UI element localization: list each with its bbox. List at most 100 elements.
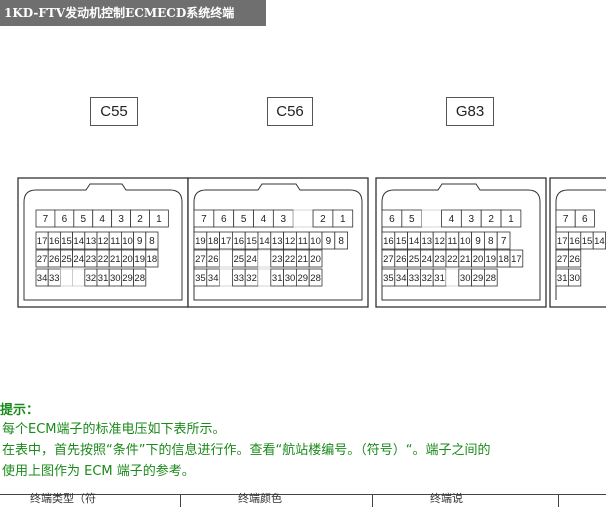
pin-number: 8 bbox=[149, 236, 155, 247]
pin-number: 15 bbox=[582, 236, 593, 247]
pin-cell bbox=[308, 249, 323, 268]
pin-number: 31 bbox=[557, 273, 568, 284]
pin-number: 18 bbox=[208, 236, 219, 247]
pin-gap bbox=[293, 209, 314, 228]
pin-cell bbox=[496, 231, 511, 250]
pin-number: 11 bbox=[447, 236, 457, 247]
pin-number: 31 bbox=[98, 273, 109, 284]
pin-number: 11 bbox=[110, 236, 120, 247]
pin-number: 29 bbox=[473, 273, 484, 284]
pin-number: 2 bbox=[137, 214, 143, 225]
pin-number: 7 bbox=[563, 214, 569, 225]
pin-number: 19 bbox=[486, 254, 497, 265]
pin-cell bbox=[568, 249, 582, 268]
pin-number: 5 bbox=[409, 214, 415, 225]
pin-number: 35 bbox=[195, 273, 206, 284]
pin-number: 6 bbox=[62, 214, 68, 225]
pin-number: 26 bbox=[396, 254, 407, 265]
pin-number: 6 bbox=[221, 214, 227, 225]
pin-number: 27 bbox=[383, 254, 394, 265]
pin-number: 20 bbox=[122, 254, 133, 265]
pin-gap bbox=[60, 268, 73, 287]
pin-number: 7 bbox=[201, 214, 207, 225]
terminal-table: 终端类型（符 终端颜色 终端说 bbox=[0, 492, 606, 507]
pin-number: 28 bbox=[310, 273, 321, 284]
pin-number: 30 bbox=[569, 273, 580, 284]
pin-number: 3 bbox=[280, 214, 286, 225]
pin-number: 21 bbox=[460, 254, 471, 265]
pin-number: 10 bbox=[310, 236, 321, 247]
pin-gap bbox=[257, 268, 272, 287]
pin-number: 12 bbox=[434, 236, 445, 247]
pin-number: 7 bbox=[43, 214, 49, 225]
connector-label-g83: G83 bbox=[446, 97, 494, 126]
pin-number: 27 bbox=[37, 254, 48, 265]
pin-number: 17 bbox=[511, 254, 522, 265]
pin-number: 24 bbox=[422, 254, 433, 265]
pin-gap bbox=[72, 268, 85, 287]
pin-number: 28 bbox=[134, 273, 145, 284]
table-header-terminal-desc: 终端说 bbox=[430, 492, 463, 505]
pin-number: 6 bbox=[389, 214, 395, 225]
pin-number: 34 bbox=[37, 273, 48, 284]
pin-number: 13 bbox=[422, 236, 433, 247]
pin-number: 21 bbox=[110, 254, 121, 265]
pin-number: 18 bbox=[498, 254, 509, 265]
pin-number: 30 bbox=[285, 273, 296, 284]
pin-number: 6 bbox=[582, 214, 588, 225]
pin-cell bbox=[149, 209, 169, 228]
pin-number: 1 bbox=[508, 214, 514, 225]
pin-number: 5 bbox=[241, 214, 247, 225]
pin-number: 14 bbox=[594, 236, 605, 247]
pin-number: 14 bbox=[73, 236, 84, 247]
pin-number: 8 bbox=[338, 236, 344, 247]
pin-number: 17 bbox=[37, 236, 48, 247]
connector-label-c55: C55 bbox=[90, 97, 138, 126]
pin-number: 24 bbox=[73, 254, 84, 265]
pin-number: 31 bbox=[272, 273, 283, 284]
pin-number: 15 bbox=[61, 236, 72, 247]
pin-number: 25 bbox=[409, 254, 420, 265]
pin-number: 2 bbox=[488, 214, 494, 225]
pin-number: 4 bbox=[261, 214, 267, 225]
pin-number: 32 bbox=[422, 273, 433, 284]
pin-number: 10 bbox=[460, 236, 471, 247]
pin-number: 25 bbox=[234, 254, 245, 265]
notes-title: 提示： bbox=[0, 403, 40, 418]
pin-number: 27 bbox=[557, 254, 568, 265]
pin-cell bbox=[145, 231, 159, 250]
pin-number: 20 bbox=[473, 254, 484, 265]
pin-number: 13 bbox=[272, 236, 283, 247]
pin-number: 22 bbox=[285, 254, 296, 265]
pin-cell bbox=[308, 268, 323, 287]
pin-cell bbox=[568, 268, 582, 287]
pin-number: 33 bbox=[49, 273, 60, 284]
pin-number: 17 bbox=[557, 236, 568, 247]
pin-number: 33 bbox=[234, 273, 245, 284]
pin-cell bbox=[483, 268, 498, 287]
pin-number: 14 bbox=[409, 236, 420, 247]
pin-number: 14 bbox=[259, 236, 270, 247]
pin-number: 5 bbox=[80, 214, 86, 225]
pin-number: 24 bbox=[246, 254, 257, 265]
pin-number: 34 bbox=[208, 273, 219, 284]
pin-cell bbox=[574, 209, 595, 228]
pin-cell bbox=[500, 209, 522, 228]
pin-number: 16 bbox=[569, 236, 580, 247]
pin-number: 22 bbox=[447, 254, 458, 265]
table-header-terminal-color: 终端颜色 bbox=[238, 492, 282, 505]
pin-number: 28 bbox=[486, 273, 497, 284]
pin-number: 30 bbox=[110, 273, 121, 284]
pin-number: 9 bbox=[475, 236, 481, 247]
pin-number: 21 bbox=[298, 254, 309, 265]
pin-cell bbox=[334, 231, 348, 250]
note-line-2: 在表中，首先按照“条件”下的信息进行作。查看“航站楼编号。（符号）“。端子之间的 bbox=[2, 443, 491, 458]
connector-label-c56: C56 bbox=[267, 97, 313, 126]
pin-number: 3 bbox=[468, 214, 474, 225]
table-header-terminal-type: 终端类型（符 bbox=[30, 492, 96, 505]
pin-number: 8 bbox=[488, 236, 494, 247]
pin-number: 11 bbox=[298, 236, 308, 247]
pin-number: 4 bbox=[99, 214, 105, 225]
pin-number: 17 bbox=[221, 236, 232, 247]
